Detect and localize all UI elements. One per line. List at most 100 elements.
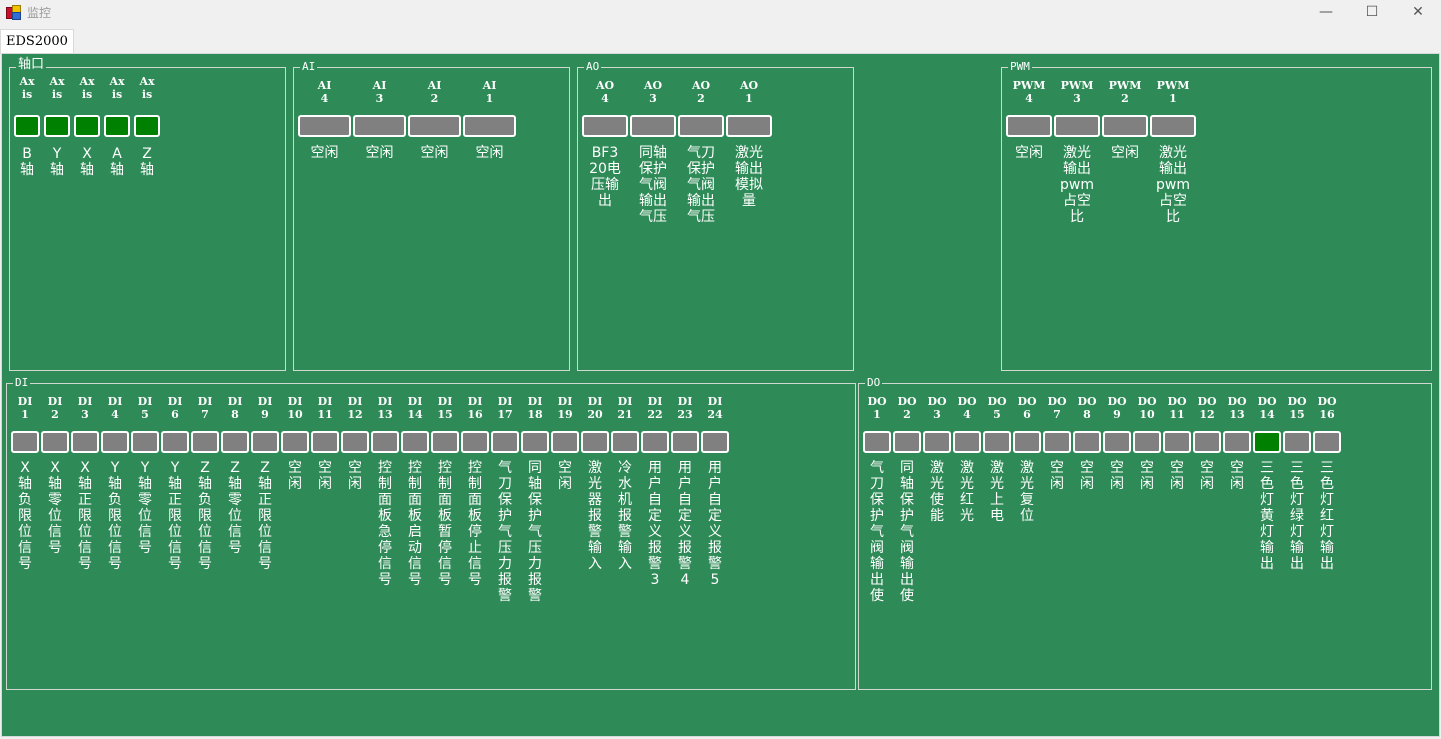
do-channel-name: DO 15 xyxy=(1287,395,1307,421)
ao-status-indicator[interactable] xyxy=(582,115,628,137)
di-channel-description: X轴零位信号 xyxy=(48,460,62,556)
di-status-indicator[interactable] xyxy=(281,431,309,453)
di-channel-description: 空闲 xyxy=(558,460,572,492)
di-status-indicator[interactable] xyxy=(671,431,699,453)
ao-group-label: AO xyxy=(584,60,602,74)
di-channel-name: DI 12 xyxy=(347,395,363,421)
di-channel-description: Y轴正限位信号 xyxy=(168,460,182,572)
di-status-indicator[interactable] xyxy=(401,431,429,453)
di-status-indicator[interactable] xyxy=(131,431,159,453)
di-channel-name: DI 8 xyxy=(227,395,243,421)
di-status-indicator[interactable] xyxy=(461,431,489,453)
ao-status-indicator[interactable] xyxy=(726,115,772,137)
di-channel-name: DI 23 xyxy=(677,395,693,421)
di-status-indicator[interactable] xyxy=(311,431,339,453)
do-status-indicator[interactable] xyxy=(1163,431,1191,453)
di-channel-name: DI 19 xyxy=(557,395,573,421)
di-status-indicator[interactable] xyxy=(701,431,729,453)
ai-status-indicator[interactable] xyxy=(463,115,516,137)
do-status-indicator[interactable] xyxy=(1253,431,1281,453)
do-channel-name: DO 7 xyxy=(1047,395,1067,421)
axis-status-indicator[interactable] xyxy=(14,115,40,137)
di-channel-name: DI 17 xyxy=(497,395,513,421)
di-status-indicator[interactable] xyxy=(191,431,219,453)
ai-status-indicator[interactable] xyxy=(353,115,406,137)
di-status-indicator[interactable] xyxy=(611,431,639,453)
di-channel-description: 空闲 xyxy=(348,460,362,492)
maximize-button[interactable]: ☐ xyxy=(1365,4,1379,20)
do-status-indicator[interactable] xyxy=(923,431,951,453)
do-status-indicator[interactable] xyxy=(1043,431,1071,453)
title-bar: 监控 — ☐ ✕ xyxy=(0,0,1441,26)
do-channel-description: 空闲 xyxy=(1140,460,1154,492)
pwm-channel-name: PWM 2 xyxy=(1108,79,1142,105)
minimize-button[interactable]: — xyxy=(1319,4,1333,20)
di-status-indicator[interactable] xyxy=(251,431,279,453)
di-status-indicator[interactable] xyxy=(221,431,249,453)
axis-status-indicator[interactable] xyxy=(44,115,70,137)
do-channel-name: DO 6 xyxy=(1017,395,1037,421)
do-status-indicator[interactable] xyxy=(1223,431,1251,453)
ai-channel-description: 空闲 xyxy=(310,145,339,161)
di-channel-name: DI 3 xyxy=(77,395,93,421)
axis-status-indicator[interactable] xyxy=(104,115,130,137)
ai-status-indicator[interactable] xyxy=(298,115,351,137)
tab-eds2000[interactable]: EDS2000 xyxy=(0,29,74,54)
di-channel-name: DI 2 xyxy=(47,395,63,421)
di-status-indicator[interactable] xyxy=(161,431,189,453)
axis-channel-description: X轴 xyxy=(80,146,94,178)
pwm-status-indicator[interactable] xyxy=(1006,115,1052,137)
do-status-indicator[interactable] xyxy=(893,431,921,453)
do-status-indicator[interactable] xyxy=(1313,431,1341,453)
do-channel-description: 空闲 xyxy=(1200,460,1214,492)
ai-status-indicator[interactable] xyxy=(408,115,461,137)
app-icon xyxy=(6,5,21,20)
do-status-indicator[interactable] xyxy=(953,431,981,453)
di-status-indicator[interactable] xyxy=(521,431,549,453)
do-channel-description: 空闲 xyxy=(1080,460,1094,492)
axis-group-label: 轴口 xyxy=(16,57,47,72)
ao-status-indicator[interactable] xyxy=(678,115,724,137)
do-channel-description: 三色灯黄灯输出 xyxy=(1260,460,1274,572)
di-channel-name: DI 4 xyxy=(107,395,123,421)
di-channel-description: 空闲 xyxy=(288,460,302,492)
di-status-indicator[interactable] xyxy=(491,431,519,453)
ao-channel-description: BF320电压输出 xyxy=(589,145,621,209)
pwm-group-label: PWM xyxy=(1008,60,1032,74)
di-channel-name: DI 18 xyxy=(527,395,543,421)
di-status-indicator[interactable] xyxy=(341,431,369,453)
do-status-indicator[interactable] xyxy=(863,431,891,453)
close-button[interactable]: ✕ xyxy=(1412,4,1424,20)
axis-status-indicator[interactable] xyxy=(74,115,100,137)
di-status-indicator[interactable] xyxy=(41,431,69,453)
di-channel-description: 冷水机报警输入 xyxy=(618,460,632,572)
di-channel-description: 控制面板停止信号 xyxy=(468,460,482,588)
do-status-indicator[interactable] xyxy=(983,431,1011,453)
do-status-indicator[interactable] xyxy=(1013,431,1041,453)
ao-status-indicator[interactable] xyxy=(630,115,676,137)
do-status-indicator[interactable] xyxy=(1133,431,1161,453)
di-status-indicator[interactable] xyxy=(101,431,129,453)
di-status-indicator[interactable] xyxy=(641,431,669,453)
axis-channel-description: B轴 xyxy=(20,146,34,178)
pwm-status-indicator[interactable] xyxy=(1054,115,1100,137)
do-status-indicator[interactable] xyxy=(1103,431,1131,453)
di-status-indicator[interactable] xyxy=(371,431,399,453)
di-status-indicator[interactable] xyxy=(431,431,459,453)
pwm-status-indicator[interactable] xyxy=(1150,115,1196,137)
di-channel-description: 同轴保护气压力报警 xyxy=(528,460,542,604)
di-channel-name: DI 20 xyxy=(587,395,603,421)
di-channel-name: DI 6 xyxy=(167,395,183,421)
do-status-indicator[interactable] xyxy=(1073,431,1101,453)
pwm-status-indicator[interactable] xyxy=(1102,115,1148,137)
di-status-indicator[interactable] xyxy=(71,431,99,453)
di-status-indicator[interactable] xyxy=(581,431,609,453)
axis-status-indicator[interactable] xyxy=(134,115,160,137)
do-status-indicator[interactable] xyxy=(1283,431,1311,453)
di-status-indicator[interactable] xyxy=(11,431,39,453)
do-status-indicator[interactable] xyxy=(1193,431,1221,453)
di-status-indicator[interactable] xyxy=(551,431,579,453)
